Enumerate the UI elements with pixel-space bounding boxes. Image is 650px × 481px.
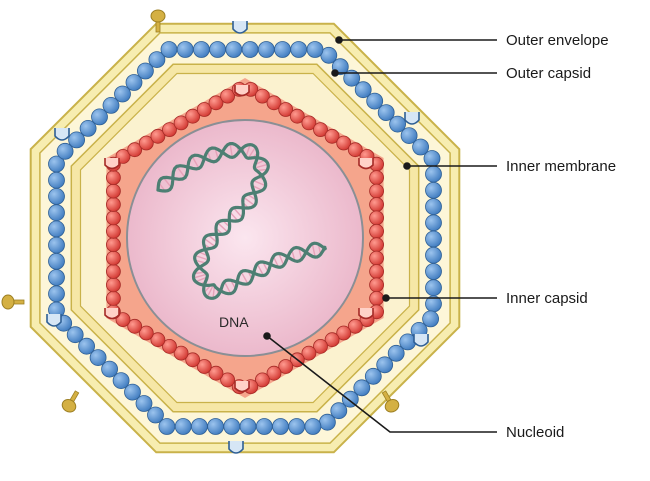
outer-capsid-bead (426, 264, 442, 280)
inner-capsid-turret (359, 158, 373, 169)
outer-capsid-bead (291, 42, 307, 58)
outer-capsid-bead (49, 172, 65, 188)
outer-capsid-bead (49, 188, 65, 204)
inner-capsid-turret (105, 308, 119, 319)
outer-capsid-bead (242, 42, 258, 58)
inner-capsid-bead (370, 265, 384, 279)
outer-capsid-turret (233, 21, 247, 33)
outer-capsid-bead (275, 42, 291, 58)
inner-capsid-bead (106, 171, 120, 185)
outer-capsid-bead (426, 247, 442, 263)
label-inner-capsid: Inner capsid (506, 290, 588, 307)
envelope-spike (2, 295, 24, 309)
label-dna: DNA (219, 314, 249, 330)
inner-capsid-bead (370, 171, 384, 185)
inner-capsid-bead (106, 224, 120, 238)
label-inner-membrane: Inner membrane (506, 158, 616, 175)
outer-capsid-bead (224, 419, 240, 435)
inner-capsid-bead (370, 211, 384, 225)
label-nucleoid: Nucleoid (506, 424, 564, 441)
outer-capsid-bead (49, 253, 65, 269)
outer-capsid-bead (177, 42, 193, 58)
outer-capsid-bead (258, 42, 274, 58)
inner-capsid-bead (370, 184, 384, 198)
outer-capsid-turret (405, 112, 419, 124)
outer-capsid-bead (426, 280, 442, 296)
outer-capsid-turret (55, 128, 69, 140)
inner-capsid-turret (105, 158, 119, 169)
inner-capsid-bead (370, 278, 384, 292)
inner-capsid-bead (370, 291, 384, 305)
outer-capsid-bead (305, 419, 321, 435)
outer-capsid-bead (319, 414, 335, 430)
outer-capsid-bead (426, 182, 442, 198)
inner-capsid-bead (106, 291, 120, 305)
outer-capsid-bead (273, 419, 289, 435)
inner-capsid-turret (359, 308, 373, 319)
outer-capsid-bead (210, 42, 226, 58)
envelope-spike (60, 388, 83, 414)
inner-capsid-bead (106, 265, 120, 279)
inner-capsid-turret (235, 381, 249, 392)
inner-capsid-bead (370, 224, 384, 238)
inner-capsid-bead (106, 278, 120, 292)
outer-capsid-bead (193, 42, 209, 58)
outer-capsid-bead (240, 419, 256, 435)
outer-capsid-bead (226, 42, 242, 58)
outer-capsid-bead (49, 270, 65, 286)
outer-capsid-bead (161, 42, 177, 58)
label-outer-envelope: Outer envelope (506, 32, 609, 49)
inner-capsid-bead (370, 198, 384, 212)
outer-capsid-bead (289, 419, 305, 435)
outer-capsid-bead (175, 419, 191, 435)
outer-capsid-turret (47, 314, 61, 326)
outer-capsid-bead (426, 166, 442, 182)
outer-capsid-bead (191, 419, 207, 435)
outer-capsid-bead (49, 286, 65, 302)
outer-capsid-bead (208, 419, 224, 435)
outer-capsid-bead (49, 221, 65, 237)
inner-capsid-bead (106, 251, 120, 265)
outer-capsid-turret (414, 334, 428, 346)
outer-capsid-bead (49, 237, 65, 253)
outer-capsid-turret (229, 441, 243, 453)
outer-capsid-bead (424, 151, 440, 167)
outer-capsid-bead (426, 231, 442, 247)
outer-capsid-bead (426, 199, 442, 215)
label-outer-capsid: Outer capsid (506, 65, 591, 82)
outer-capsid-bead (426, 215, 442, 231)
outer-capsid-bead (256, 419, 272, 435)
inner-capsid-bead (106, 184, 120, 198)
inner-capsid-bead (106, 238, 120, 252)
inner-capsid-turret (235, 85, 249, 96)
inner-capsid-bead (370, 251, 384, 265)
inner-capsid-bead (106, 211, 120, 225)
inner-capsid-bead (106, 198, 120, 212)
outer-capsid-bead (307, 42, 323, 58)
outer-capsid-bead (49, 205, 65, 221)
inner-capsid-bead (370, 238, 384, 252)
